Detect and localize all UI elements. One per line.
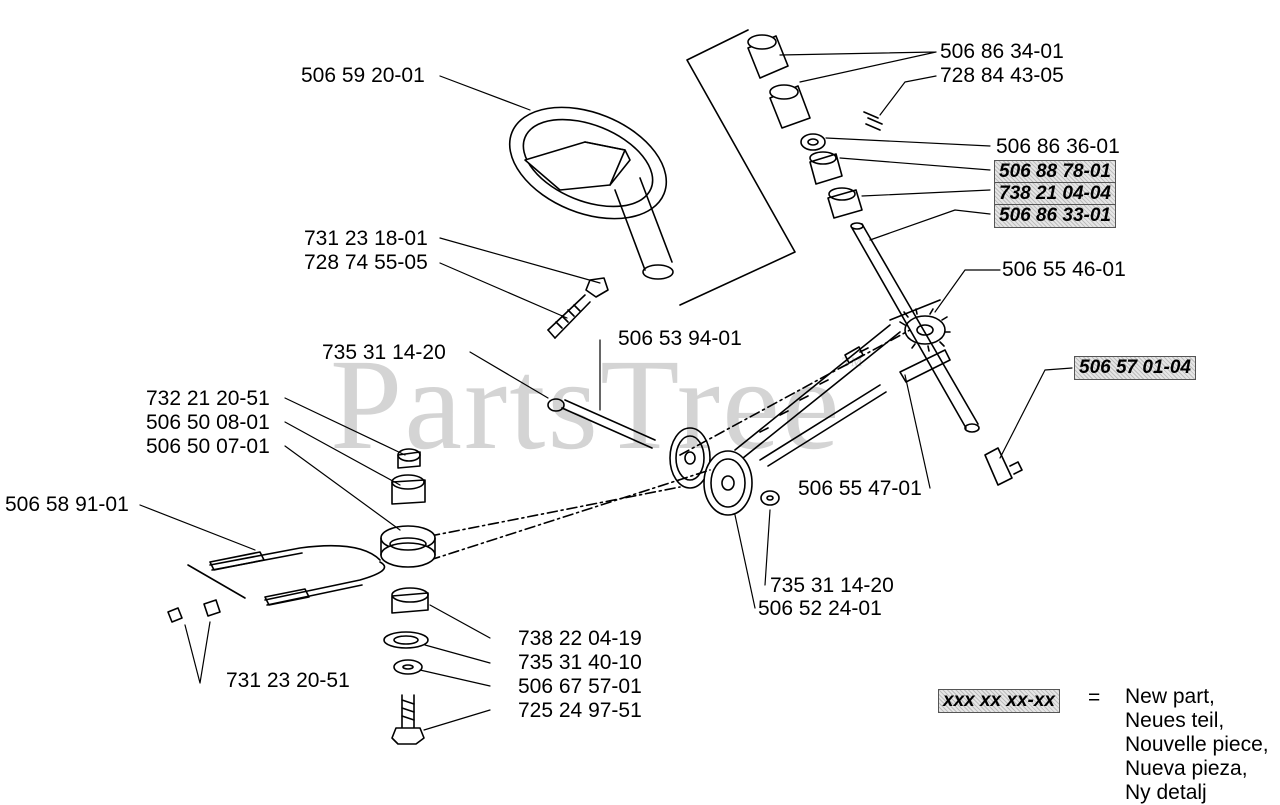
steering-wheel	[508, 106, 674, 280]
pulleys	[669, 427, 780, 516]
leader-lines	[139, 51, 1073, 731]
legend-line: Nouvelle piece,	[1125, 733, 1269, 756]
new-part-label: 506 57 01-04	[1074, 356, 1196, 380]
part-label: 731 23 18-01	[304, 227, 428, 250]
part-label: 728 84 43-05	[940, 64, 1064, 87]
part-label: 506 50 08-01	[146, 411, 270, 434]
legend-line: Nueva pieza,	[1125, 757, 1248, 780]
new-part-label: 738 21 04-04	[994, 182, 1116, 206]
legend-line: New part,	[1125, 685, 1215, 708]
part-label: 735 31 14-20	[322, 341, 446, 364]
control-cables	[167, 544, 386, 623]
column-screw	[547, 277, 609, 339]
legend-line: Ny detalj	[1125, 781, 1207, 804]
part-label: 506 67 57-01	[518, 675, 642, 698]
part-label: 728 74 55-05	[304, 251, 428, 274]
part-label: 738 22 04-19	[518, 627, 642, 650]
part-label: 506 86 36-01	[996, 135, 1120, 158]
part-label: 735 31 14-20	[770, 574, 894, 597]
part-label: 506 59 20-01	[301, 64, 425, 87]
tie-rod-end	[984, 447, 1023, 486]
part-label: 506 52 24-01	[758, 597, 882, 620]
column-bushings	[747, 34, 883, 219]
part-label: 506 53 94-01	[618, 327, 742, 350]
part-label: 506 58 91-01	[5, 493, 129, 516]
legend-equals: =	[1088, 686, 1101, 709]
part-label: 506 55 46-01	[1002, 258, 1126, 281]
sprocket	[899, 308, 951, 352]
part-label: 506 55 47-01	[798, 477, 922, 500]
legend-sample: xxx xx xx-xx	[938, 689, 1060, 713]
legend-line: Neues teil,	[1125, 709, 1225, 732]
part-label: 731 23 20-51	[226, 669, 350, 692]
part-label: 732 21 20-51	[146, 387, 270, 410]
alignment-lines	[409, 329, 911, 561]
pulley-pin	[547, 398, 656, 449]
new-part-label: 506 86 33-01	[994, 204, 1116, 228]
part-label: 506 86 34-01	[940, 40, 1064, 63]
part-label: 506 50 07-01	[146, 435, 270, 458]
part-label: 735 31 40-10	[518, 651, 642, 674]
steering-chain	[734, 299, 951, 467]
steering-shaft	[850, 222, 980, 433]
lower-pulley	[380, 448, 436, 745]
part-label: 725 24 97-51	[518, 699, 642, 722]
new-part-label: 506 88 78-01	[994, 160, 1116, 184]
